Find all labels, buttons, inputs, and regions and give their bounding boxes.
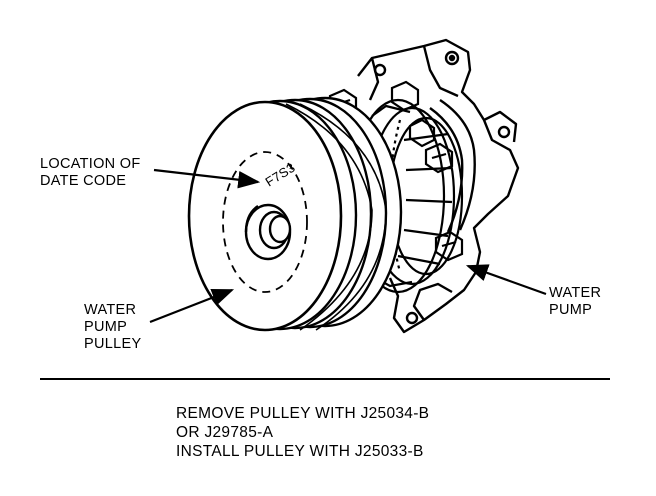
pulley-label-line-3: PULLEY xyxy=(84,336,142,352)
pulley-label-line-2: PUMP xyxy=(84,319,128,335)
date-code-location-line-2: DATE CODE xyxy=(40,173,127,189)
pulley-hub xyxy=(244,203,292,261)
caption-line-1: REMOVE PULLEY WITH J25034-B xyxy=(176,405,430,422)
caption: REMOVE PULLEY WITH J25034-B OR J29785-A … xyxy=(176,404,429,461)
water-pump-pulley-label: WATER PUMP PULLEY xyxy=(84,302,141,353)
divider-rule xyxy=(40,378,610,380)
date-code-location-line-1: LOCATION OF xyxy=(40,156,141,172)
pulley-leader xyxy=(149,288,235,324)
caption-line-3: INSTALL PULLEY WITH J25033-B xyxy=(176,443,424,460)
pump-housing xyxy=(357,38,520,334)
pump-label-line-1: WATER xyxy=(549,285,602,301)
pulley-groove-lines xyxy=(285,103,387,331)
date-code-location-label: LOCATION OF DATE CODE xyxy=(40,156,141,190)
caption-line-2: OR J29785-A xyxy=(176,424,274,441)
pump-leader xyxy=(465,264,547,296)
pump-label-line-2: PUMP xyxy=(549,302,593,318)
date-code-leader xyxy=(153,168,261,189)
pulley-label-line-1: WATER xyxy=(84,302,137,318)
leader-lines xyxy=(149,168,547,324)
water-pump-label: WATER PUMP xyxy=(549,285,601,319)
